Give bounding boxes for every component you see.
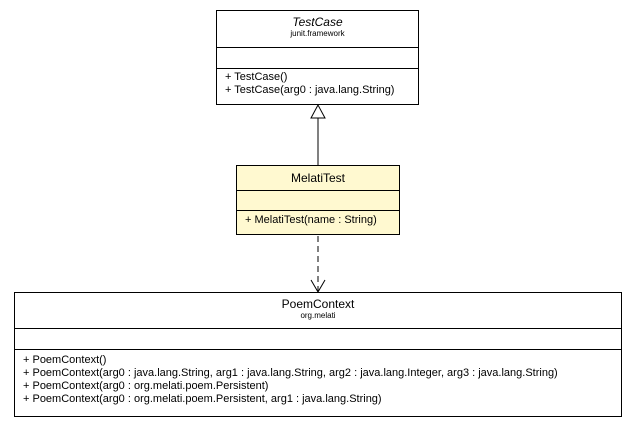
class-testcase-operations: + TestCase() + TestCase(arg0 : java.lang… xyxy=(217,69,418,97)
dependency-edge xyxy=(310,236,326,293)
operation: + TestCase(arg0 : java.lang.String) xyxy=(225,84,395,96)
open-arrowhead xyxy=(310,279,326,293)
class-testcase-attributes xyxy=(217,48,418,69)
class-melatitest-operations: + MelatiTest(name : String) xyxy=(237,211,399,227)
operation: + TestCase() xyxy=(225,71,288,83)
class-poemcontext-operations: + PoemContext() + PoemContext(arg0 : jav… xyxy=(15,350,621,406)
hollow-triangle-arrowhead xyxy=(310,103,326,119)
class-testcase-name: TestCase xyxy=(292,15,343,29)
class-poemcontext-header: PoemContext org.melati xyxy=(15,293,621,329)
class-poemcontext-name: PoemContext xyxy=(281,297,355,311)
class-poemcontext-attributes xyxy=(15,329,621,350)
operation: + PoemContext(arg0 : org.melati.poem.Per… xyxy=(23,393,382,405)
class-testcase-header: TestCase junit.framework xyxy=(217,11,418,48)
operation: + PoemContext(arg0 : java.lang.String, a… xyxy=(23,367,558,379)
class-melatitest-name: MelatiTest xyxy=(290,171,346,185)
class-testcase[interactable]: TestCase junit.framework + TestCase() + … xyxy=(216,10,419,105)
operation: + PoemContext(arg0 : org.melati.poem.Per… xyxy=(23,380,269,392)
operation: + MelatiTest(name : String) xyxy=(245,214,377,226)
class-poemcontext-package: org.melati xyxy=(300,311,336,320)
class-melatitest-attributes xyxy=(237,191,399,211)
class-testcase-package: junit.framework xyxy=(290,29,345,38)
operation: + PoemContext() xyxy=(23,354,107,366)
generalization-edge xyxy=(310,103,326,165)
class-melatitest-header: MelatiTest xyxy=(237,166,399,191)
class-melatitest[interactable]: MelatiTest + MelatiTest(name : String) xyxy=(236,165,400,235)
